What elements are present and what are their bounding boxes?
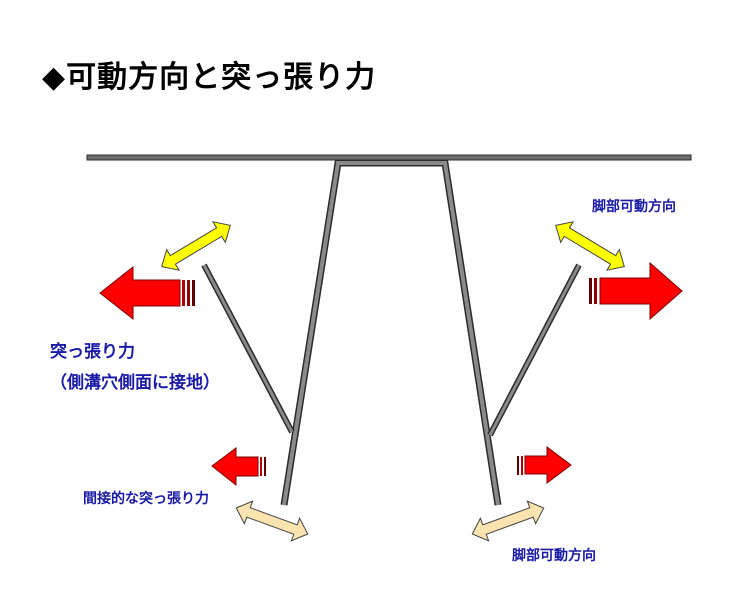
center-frame (280, 159, 502, 506)
label-leg-movable-bottom-right: 脚部可動方向 (512, 548, 596, 564)
movable-arrow-beige-right (471, 500, 545, 542)
top-plate (86, 154, 692, 161)
page-title: ◆可動方向と突っ張り力 (42, 60, 377, 95)
thrust-arrow-left-large (99, 265, 195, 321)
movable-arrow-yellow-left (161, 221, 231, 271)
thrust-arrow-left-small (211, 447, 266, 487)
label-thrust-force: 突っ張り力 (50, 342, 135, 362)
label-leg-movable-top-right: 脚部可動方向 (592, 199, 676, 215)
label-indirect-thrust: 間接的な突っ張り力 (83, 491, 209, 507)
movable-arrow-yellow-right (555, 221, 625, 271)
thrust-arrow-right-large (589, 261, 683, 321)
movable-arrow-beige-left (235, 500, 309, 542)
thrust-arrow-right-small (517, 446, 572, 484)
label-thrust-force-note: （側溝穴側面に接地） (50, 373, 220, 393)
